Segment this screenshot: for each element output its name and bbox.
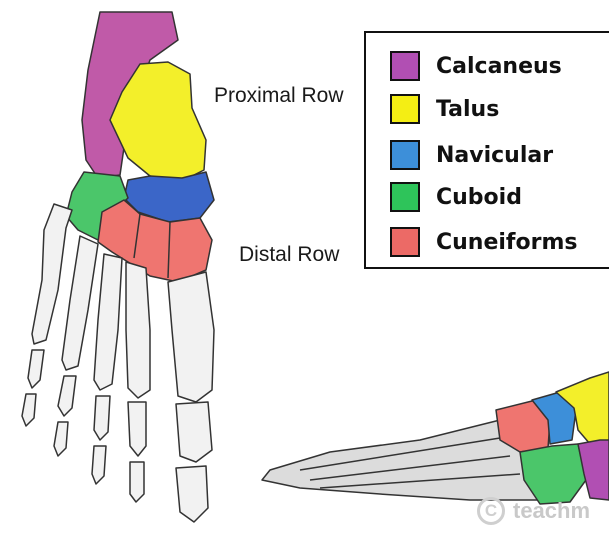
proximal-row-label: Proximal Row [214, 84, 344, 108]
phalanx-4 [54, 376, 76, 456]
lateral-view-foot [262, 372, 609, 504]
phalanx-1-distal [176, 466, 208, 522]
phalanx-3 [92, 396, 110, 484]
swatch-talus [390, 94, 420, 124]
legend-label-cuboid: Cuboid [436, 185, 522, 210]
legend-item-cuboid: Cuboid [390, 180, 522, 214]
phalanx-1-proximal [176, 402, 212, 462]
distal-row-label: Distal Row [239, 243, 339, 267]
swatch-cuneiforms [390, 227, 420, 257]
metatarsal-1 [168, 272, 214, 402]
metatarsal-5 [32, 204, 72, 344]
dorsal-view-foot [22, 12, 214, 522]
phalanx-5 [22, 350, 44, 426]
legend-label-navicular: Navicular [436, 143, 553, 168]
legend-item-calcaneus: Calcaneus [390, 49, 562, 83]
metatarsal-3 [94, 254, 122, 390]
legend-label-talus: Talus [436, 97, 499, 122]
legend-label-calcaneus: Calcaneus [436, 54, 562, 79]
legend-item-cuneiforms: Cuneiforms [390, 225, 578, 259]
legend-item-navicular: Navicular [390, 138, 553, 172]
phalanx-2 [128, 402, 146, 502]
legend-label-cuneiforms: Cuneiforms [436, 230, 578, 255]
metatarsal-4 [62, 236, 98, 370]
watermark-text: teachm [513, 498, 590, 524]
metatarsal-2 [126, 262, 150, 398]
calcaneus-bone-lateral [578, 440, 609, 500]
swatch-calcaneus [390, 51, 420, 81]
legend-item-talus: Talus [390, 92, 499, 126]
legend-box: Calcaneus Talus Navicular Cuboid Cuneifo… [364, 31, 609, 269]
copyright-icon: C [477, 497, 505, 525]
watermark: C teachm [477, 497, 590, 525]
swatch-cuboid [390, 182, 420, 212]
swatch-navicular [390, 140, 420, 170]
